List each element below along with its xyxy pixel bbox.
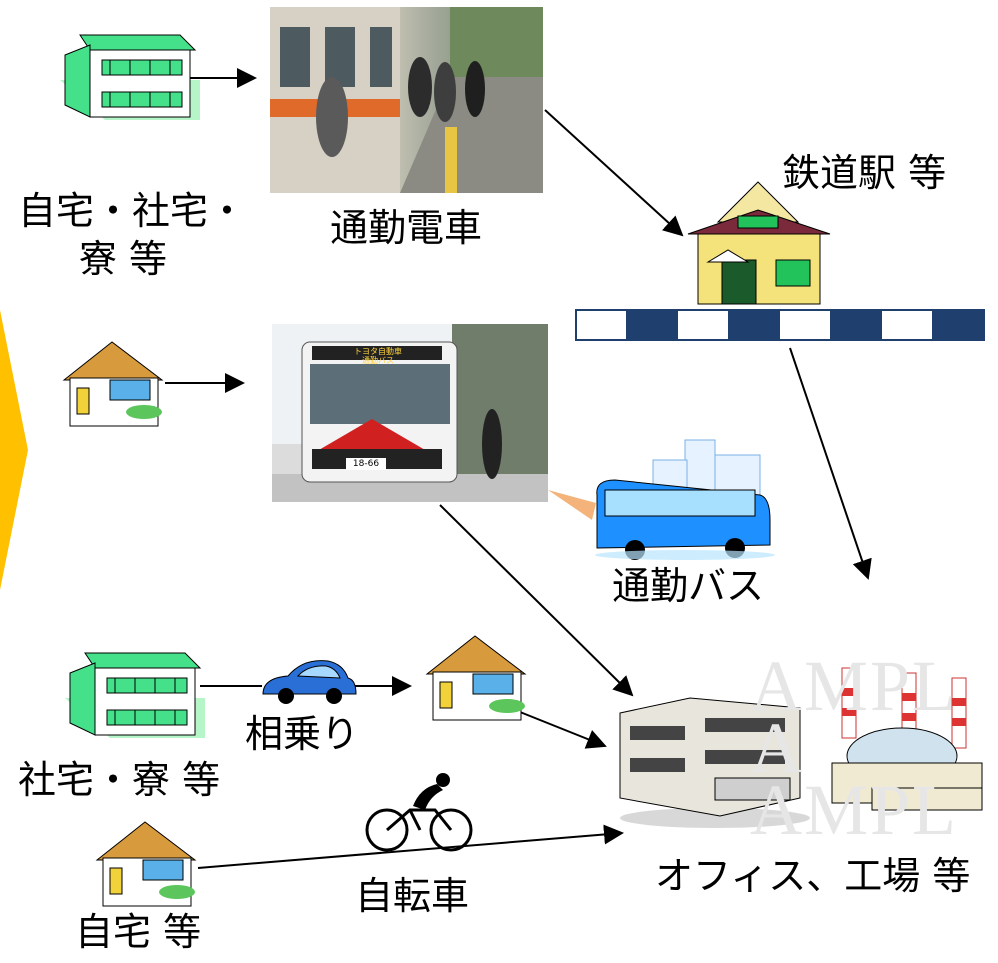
station-platform (575, 309, 985, 341)
bicycle-icon (365, 773, 473, 852)
apartment-icon (60, 34, 200, 120)
arrow-home-to-office-bicycle (197, 824, 624, 869)
commuter-bus-photo: トヨタ自動車 通勤バス 18-66 (272, 324, 548, 502)
house-icon (62, 341, 164, 427)
bus-license-plate: 18-66 (346, 458, 386, 470)
office-building-icon (619, 697, 810, 828)
arrow-house-to-office (519, 711, 607, 749)
arrow-bus-to-office (439, 504, 634, 697)
arrow-station-to-office (789, 347, 872, 580)
label-commuter-bus: 通勤バス (612, 564, 765, 608)
label-railway-station: 鉄道駅 等 (782, 151, 947, 195)
label-company-dorm: 社宅・寮 等 (18, 758, 221, 802)
label-home-company-dorm-line2: 寮 等 (78, 236, 168, 281)
label-carpool: 相乗り (245, 712, 360, 756)
label-bicycle: 自転車 (355, 874, 470, 918)
factory-icon (831, 667, 983, 811)
railway-station-icon (687, 181, 831, 305)
house-icon (425, 635, 527, 721)
bus-destination-sign: トヨタ自動車 通勤バス (354, 347, 402, 365)
label-home-company-dorm: 自宅・社宅・ 寮 等 (18, 188, 247, 283)
label-office-factory: オフィス、工場 等 (655, 854, 971, 898)
commuter-bus-icon (595, 439, 775, 560)
bus-callout-pointer (548, 490, 596, 520)
car-icon (262, 660, 357, 704)
watermark-text: AMPL A AMPL (750, 646, 959, 850)
label-commuter-train: 通勤電車 (330, 206, 483, 250)
sidebar-arrow-shape (0, 310, 28, 590)
arrow-train-to-station (544, 109, 684, 237)
commuter-train-photo (270, 7, 543, 193)
bus-photo-drawing (272, 324, 548, 502)
train-photo-drawing (270, 7, 543, 193)
apartment-icon (65, 652, 205, 738)
label-home: 自宅 等 (75, 910, 202, 954)
house-icon (95, 821, 197, 907)
label-home-company-dorm-line1: 自宅・社宅・ (18, 189, 247, 233)
